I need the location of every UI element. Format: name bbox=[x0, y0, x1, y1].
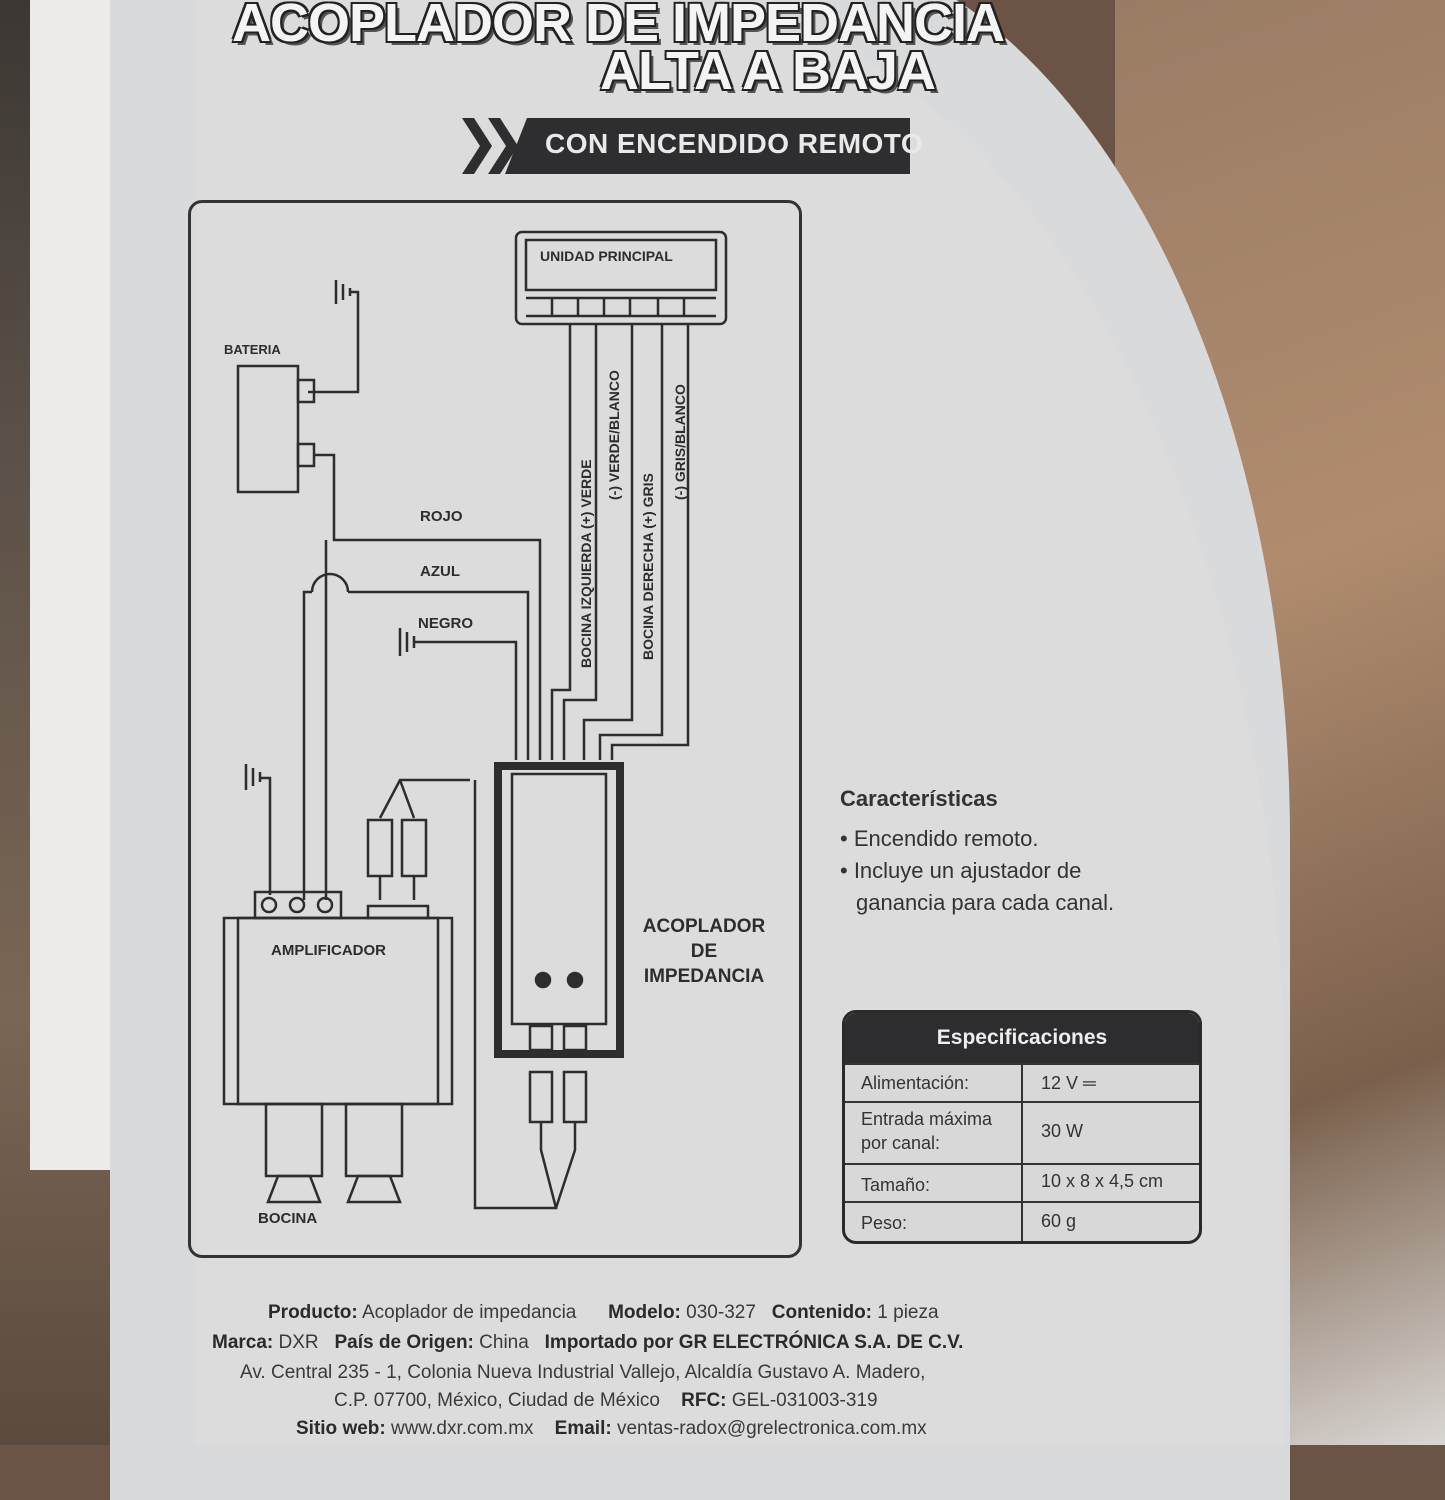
ground-icon bbox=[244, 764, 262, 790]
spec-key: Peso: bbox=[861, 1213, 908, 1233]
specifications-table: Especificaciones Alimentación: 12 V ═ En… bbox=[842, 1010, 1202, 1244]
amplifier-label: AMPLIFICADOR bbox=[271, 942, 386, 959]
wire-right-positive-label: BOCINA DERECHA (+) GRIS bbox=[640, 473, 656, 660]
footer-line2: Marca: DXR País de Origen: China Importa… bbox=[212, 1332, 963, 1354]
speaker-icon bbox=[264, 1102, 324, 1178]
footer-line5: Sitio web: www.dxr.com.mx Email: ventas-… bbox=[296, 1418, 927, 1440]
battery-label: BATERIA bbox=[224, 342, 281, 357]
email-value: ventas-radox@grelectronica.com.mx bbox=[616, 1418, 927, 1439]
brand-label: Marca: bbox=[212, 1332, 274, 1353]
table-row: Peso: 60 g bbox=[845, 1201, 1199, 1241]
model-value: 030-327 bbox=[686, 1302, 756, 1323]
coupler-label-line2: DE bbox=[690, 941, 718, 962]
wire-black-label: NEGRO bbox=[418, 615, 474, 632]
importer-text: Importado por GR ELECTRÓNICA S.A. DE C.V… bbox=[544, 1332, 964, 1353]
origin-label: País de Origen: bbox=[334, 1332, 474, 1353]
spec-value: 12 V ═ bbox=[1041, 1073, 1096, 1093]
spec-value: 30 W bbox=[1041, 1121, 1084, 1141]
spec-value: 10 x 8 x 4,5 cm bbox=[1041, 1171, 1164, 1191]
feature-item: • Encendido remoto. bbox=[840, 826, 1039, 851]
spec-key: por canal: bbox=[861, 1133, 941, 1153]
wire-left-negative-label: (-) VERDE/BLANCO bbox=[606, 370, 622, 500]
impedance-coupler-label: ACOPLADOR DE IMPEDANCIA bbox=[630, 914, 778, 989]
contents-value: 1 pieza bbox=[877, 1302, 939, 1323]
product-label: Producto: bbox=[268, 1302, 358, 1323]
contents-label: Contenido: bbox=[771, 1302, 873, 1323]
coupler-label-line3: IMPEDANCIA bbox=[643, 966, 765, 987]
footer-line4: C.P. 07700, México, Ciudad de México RFC… bbox=[334, 1390, 878, 1412]
rfc-label: RFC: bbox=[681, 1390, 727, 1411]
specifications-title: Especificaciones bbox=[845, 1013, 1199, 1063]
feature-item-continued: ganancia para cada canal. bbox=[856, 890, 1115, 915]
wire-left-positive-label: BOCINA IZQUIERDA (+) VERDE bbox=[578, 459, 594, 668]
website-label: Sitio web: bbox=[296, 1418, 386, 1439]
features-title: Características bbox=[840, 786, 998, 811]
address-line2: C.P. 07700, México, Ciudad de México bbox=[334, 1390, 660, 1411]
product-value: Acoplador de impedancia bbox=[361, 1302, 577, 1323]
spec-key: Alimentación: bbox=[861, 1073, 970, 1093]
wire-blue-label: AZUL bbox=[420, 563, 460, 580]
subtitle-banner bbox=[505, 118, 910, 174]
head-unit-box bbox=[514, 230, 728, 326]
rfc-value: GEL-031003-319 bbox=[731, 1390, 878, 1411]
feature-item: • Incluye un ajustador de bbox=[840, 858, 1082, 883]
wiring-diagram-drawing bbox=[222, 230, 728, 1210]
impedance-coupler-box bbox=[494, 762, 624, 1058]
footer-line1: Producto: Acoplador de impedancia Modelo… bbox=[268, 1302, 939, 1324]
product-title-line2: ALTA A BAJA bbox=[600, 41, 936, 101]
spec-key: Entrada máxima bbox=[861, 1109, 993, 1129]
table-row: Tamaño: 10 x 8 x 4,5 cm bbox=[845, 1163, 1199, 1203]
table-row: Entrada máxima por canal: 30 W bbox=[845, 1101, 1199, 1165]
email-label: Email: bbox=[554, 1418, 612, 1439]
brand-value: DXR bbox=[278, 1332, 319, 1353]
subtitle-banner-text: CON ENCENDIDO REMOTO bbox=[545, 128, 924, 159]
battery-box bbox=[236, 364, 300, 494]
coupler-label-line1: ACOPLADOR bbox=[642, 916, 766, 937]
ground-icon bbox=[334, 280, 352, 304]
model-label: Modelo: bbox=[608, 1302, 681, 1323]
wiring-diagram bbox=[188, 200, 802, 1258]
spec-key: Tamaño: bbox=[861, 1175, 931, 1195]
footer-address1: Av. Central 235 - 1, Colonia Nueva Indus… bbox=[240, 1362, 926, 1383]
speaker-icon bbox=[344, 1102, 404, 1178]
wire-right-negative-label: (-) GRIS/BLANCO bbox=[672, 384, 688, 500]
speaker-label: BOCINA bbox=[258, 1210, 318, 1227]
website-value: www.dxr.com.mx bbox=[391, 1418, 534, 1439]
ground-icon bbox=[398, 628, 416, 656]
spec-value: 60 g bbox=[1041, 1211, 1077, 1231]
wire-red-label: ROJO bbox=[420, 508, 463, 525]
head-unit-label: UNIDAD PRINCIPAL bbox=[540, 248, 673, 264]
origin-value: China bbox=[479, 1332, 529, 1353]
table-divider bbox=[1021, 1063, 1023, 1241]
table-row: Alimentación: 12 V ═ bbox=[845, 1063, 1199, 1103]
product-title-line1: ACOPLADOR DE IMPEDANCIA bbox=[232, 0, 1005, 53]
